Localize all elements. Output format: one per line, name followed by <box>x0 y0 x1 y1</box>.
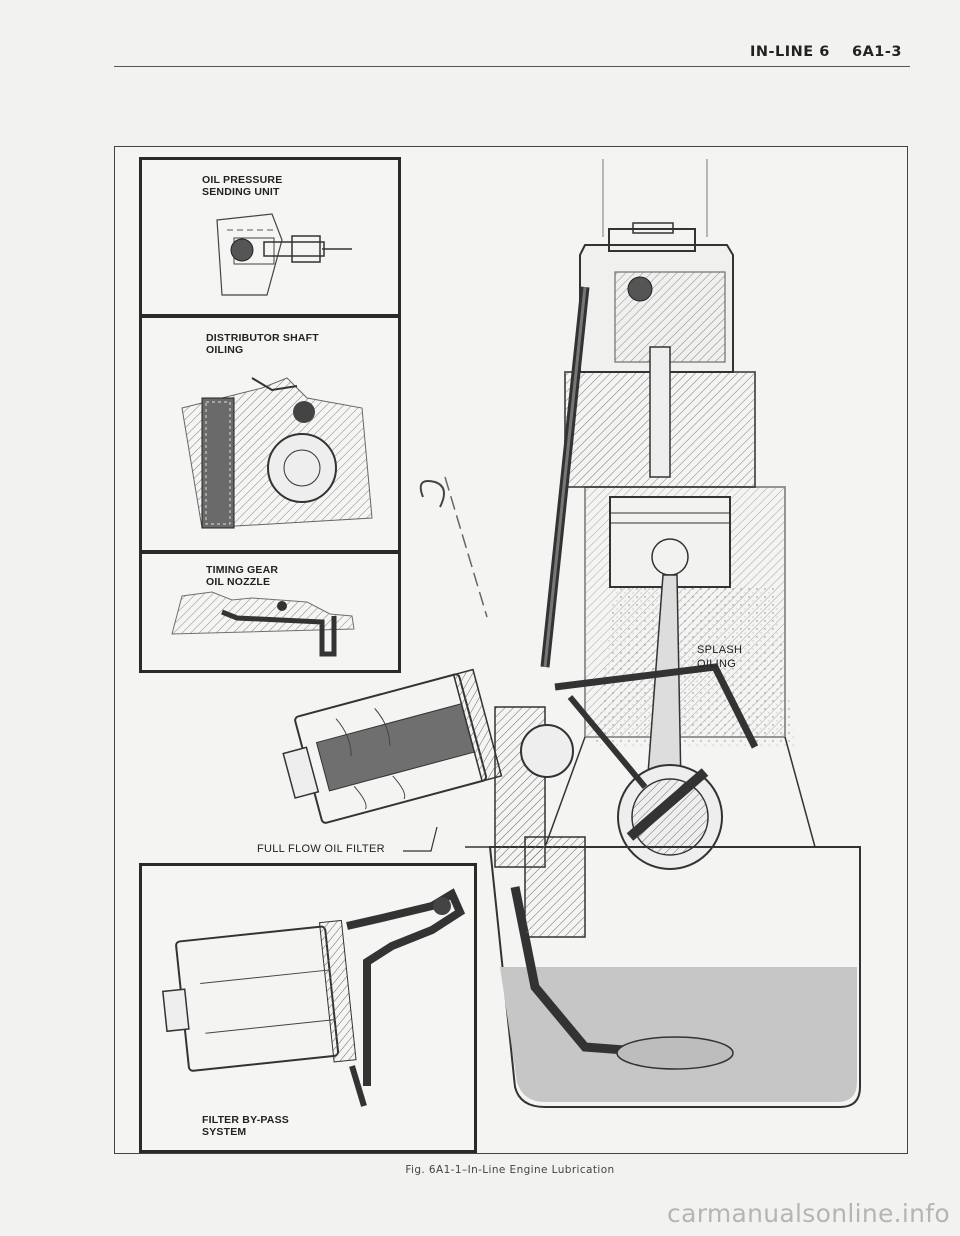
page-header: IN-LINE 6 6A1-3 <box>749 44 902 60</box>
header-rule <box>114 66 910 67</box>
figure-caption: Fig. 6A1-1–In-Line Engine Lubrication <box>405 1164 615 1176</box>
splash-oiling-callout: SPLASH OILING <box>697 644 743 670</box>
engine-lubrication-figure: OIL PRESSURE SENDING UNIT DISTRIBUTOR SH… <box>114 146 908 1154</box>
inset-distributor-label: DISTRIBUTOR SHAFT OILING <box>206 332 319 356</box>
inset-distributor-shaft-oiling: DISTRIBUTOR SHAFT OILING <box>139 315 401 553</box>
oil-pressure-sender-drawing <box>216 213 352 296</box>
engine-cross-section-drawing <box>282 159 861 1108</box>
inset-oil-pressure-label: OIL PRESSURE SENDING UNIT <box>202 174 283 198</box>
watermark: carmanualsonline.info <box>667 1199 950 1228</box>
inset-oil-pressure-sending-unit: OIL PRESSURE SENDING UNIT <box>139 157 401 317</box>
inset-timing-gear-oil-nozzle: TIMING GEAR OIL NOZZLE <box>139 551 401 673</box>
filter-bypass-drawing <box>161 888 466 1107</box>
timing-gear-nozzle-drawing <box>171 591 355 657</box>
full-flow-oil-filter-callout: FULL FLOW OIL FILTER <box>257 843 385 855</box>
inset-timing-gear-label: TIMING GEAR OIL NOZZLE <box>206 564 279 588</box>
inset-filter-bypass-label: FILTER BY-PASS SYSTEM <box>202 1114 289 1138</box>
inset-filter-bypass-system: FILTER BY-PASS SYSTEM <box>139 863 477 1153</box>
distributor-shaft-drawing <box>181 377 373 529</box>
